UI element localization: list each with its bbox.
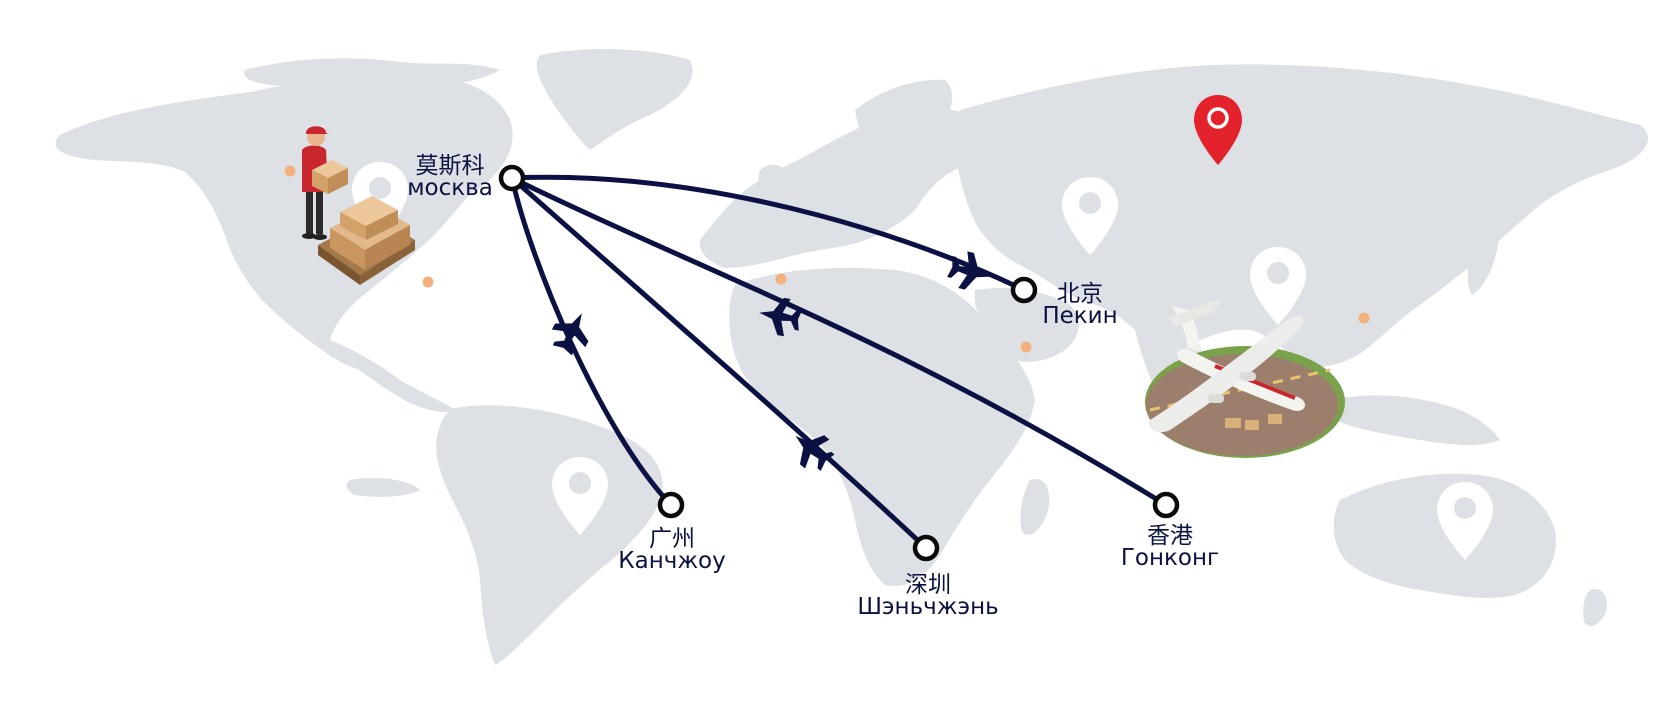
route-guangzhou [509,175,674,508]
city-marker-guangzhou [657,491,685,519]
small-island [346,478,420,497]
city-marker-moscow [498,164,526,192]
north-america [55,73,513,372]
city-name-ru: москва [407,175,493,201]
city-name-ru: Гонконг [1120,545,1220,571]
central-america [330,340,455,413]
accent-dot [1020,341,1032,353]
new-zealand [1583,588,1608,626]
location-pin-icon [1437,482,1493,560]
city-name-zh: 莫斯科 [415,153,485,179]
label-shenzhen: 深圳 Шэньчжэнь [850,572,1006,620]
airplane-icon [551,313,589,356]
location-pin-icon [1062,177,1118,255]
africa [729,267,1035,587]
city-name-zh: 香港 [1147,523,1193,549]
route-beijing [509,174,1027,293]
city-name-ru: Пекин [1042,303,1118,329]
europe [699,108,984,268]
location-pin-icon [1250,247,1306,325]
city-marker-shenzhen [912,534,940,562]
continents [55,48,1649,665]
city-name-zh: 广州 [649,526,695,552]
label-moscow: 莫斯科 москва [398,153,502,201]
location-pin-icon [1194,95,1242,165]
city-name-zh: 北京 [1057,281,1103,307]
cargo-airplane-illustration [1145,298,1345,458]
flight-routes [498,164,1180,562]
location-pin-icon [552,457,608,535]
greenland [536,48,693,150]
japan [1467,217,1499,295]
label-beijing: 北京 Пекин [1030,281,1130,329]
label-hongkong: 香港 Гонконг [1110,523,1230,571]
route-shenzhen [509,175,929,551]
label-guangzhou: 广州 Канчжоу [612,526,732,574]
city-name-ru: Шэньчжэнь [857,594,999,620]
accent-dot [1358,312,1370,324]
south-america [436,405,663,665]
airplane-icon [759,297,803,337]
airplane-icon [795,435,835,472]
accent-dots [284,165,1370,353]
city-marker-hongkong [1152,491,1180,519]
arabian-peninsula [975,288,1079,362]
australia [1333,473,1556,598]
city-marker-beijing [1010,276,1038,304]
delivery-worker-illustration [302,126,415,285]
madagascar [1020,479,1050,535]
city-name-zh: 深圳 [905,572,951,598]
arctic-islands [244,58,500,87]
route-hongkong [509,175,1169,508]
airplane-icon [947,251,991,290]
asia [954,64,1649,367]
accent-dot [284,165,296,177]
accent-dot [775,273,787,285]
city-name-ru: Канчжоу [618,548,726,574]
scandinavia [855,79,953,165]
accent-dot [422,276,434,288]
southeast-asia-islands [1327,395,1500,445]
background-pins [352,162,1493,560]
